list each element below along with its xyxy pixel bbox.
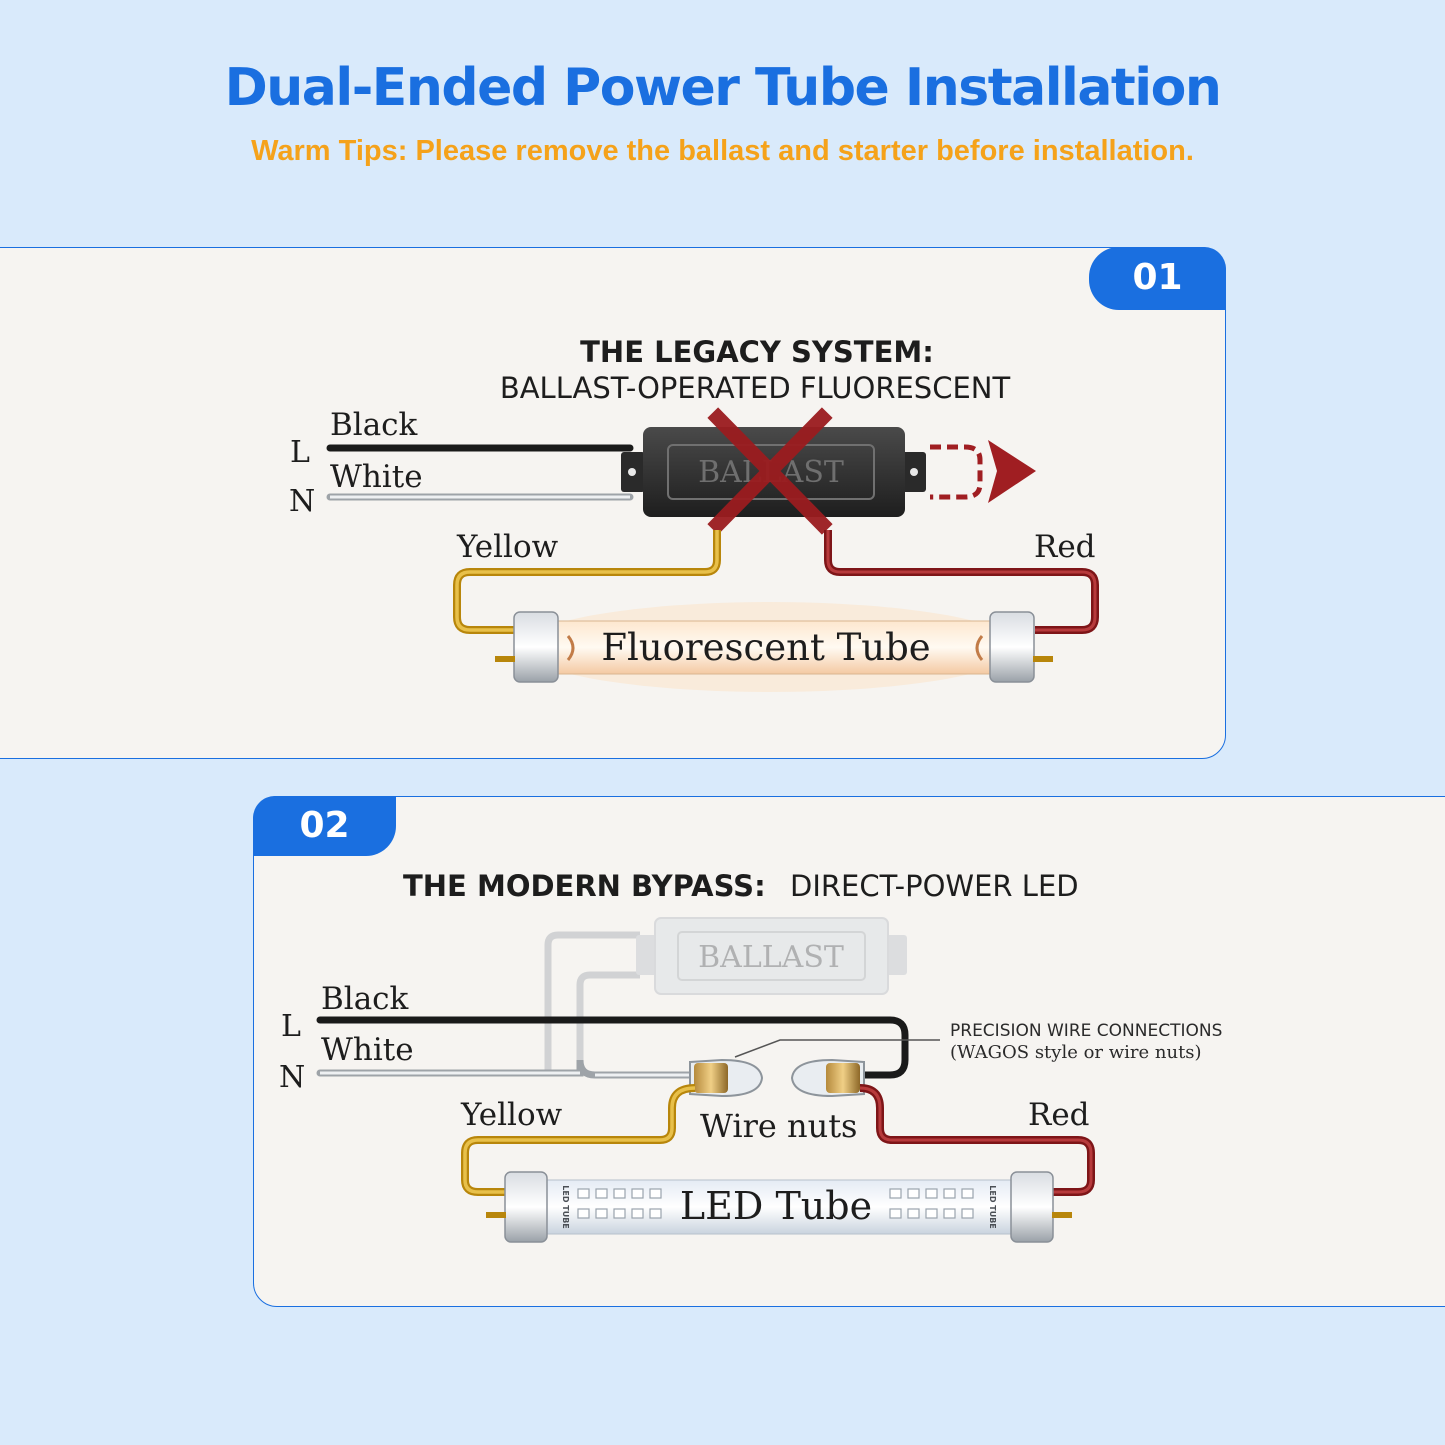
step1-cross-icon [707, 407, 833, 535]
step2-connections-line2: (WAGOS style or wire nuts) [950, 1042, 1202, 1063]
step1-terminal-l: L [290, 435, 310, 470]
step-1-badge: 01 [1089, 247, 1226, 310]
step2-label-white: White [321, 1032, 414, 1068]
step2-led-tube: LED TUBE LED TUBE LED Tube [486, 1171, 1072, 1243]
step2-white-wire [316, 1059, 700, 1079]
step1-terminal-n: N [289, 484, 315, 519]
step1-heading: THE LEGACY SYSTEM: [580, 335, 934, 369]
step2-heading: THE MODERN BYPASS: [403, 869, 766, 903]
step1-subheading: BALLAST-OPERATED FLUORESCENT [500, 371, 1011, 405]
page-title: Dual-Ended Power Tube Installation [224, 58, 1222, 118]
step1-label-white: White [330, 459, 423, 495]
step2-connections-line1: PRECISION WIRE CONNECTIONS [950, 1021, 1222, 1041]
step2-label-black: Black [321, 981, 409, 1017]
step2-terminal-l: L [281, 1009, 301, 1044]
led-chips-left [577, 1188, 662, 1219]
step1-tube-label: Fluorescent Tube [601, 626, 930, 669]
step2-terminal-n: N [279, 1060, 305, 1095]
step2-tube-end-mark-right: LED TUBE [988, 1185, 997, 1229]
step2-label-yellow: Yellow [460, 1097, 563, 1133]
step2-wire-nut-left-icon [689, 1058, 764, 1098]
step2-callout-line [734, 1039, 940, 1058]
step1-label-yellow: Yellow [456, 529, 559, 565]
step1-label-red: Red [1034, 529, 1096, 565]
step2-faded-ballast: BALLAST [544, 917, 907, 1070]
step-2-badge: 02 [253, 796, 396, 856]
step2-label-red: Red [1028, 1097, 1090, 1133]
led-chips-right [889, 1188, 974, 1219]
step2-black-wire [316, 1016, 909, 1079]
step1-remove-arrow-icon [930, 440, 1036, 503]
step2-tube-end-mark-left: LED TUBE [561, 1185, 570, 1229]
step2-subheading: DIRECT-POWER LED [790, 869, 1079, 903]
step2-label-wire-nuts: Wire nuts [700, 1107, 857, 1145]
step2-ballast-label: BALLAST [698, 940, 844, 975]
step1-fluorescent-tube: Fluorescent Tube [495, 602, 1053, 692]
step1-label-black: Black [330, 407, 418, 443]
step2-tube-label: LED Tube [680, 1184, 872, 1228]
warm-tip: Warm Tips: Please remove the ballast and… [251, 135, 1194, 167]
step2-wire-nut-right-icon [790, 1058, 865, 1098]
